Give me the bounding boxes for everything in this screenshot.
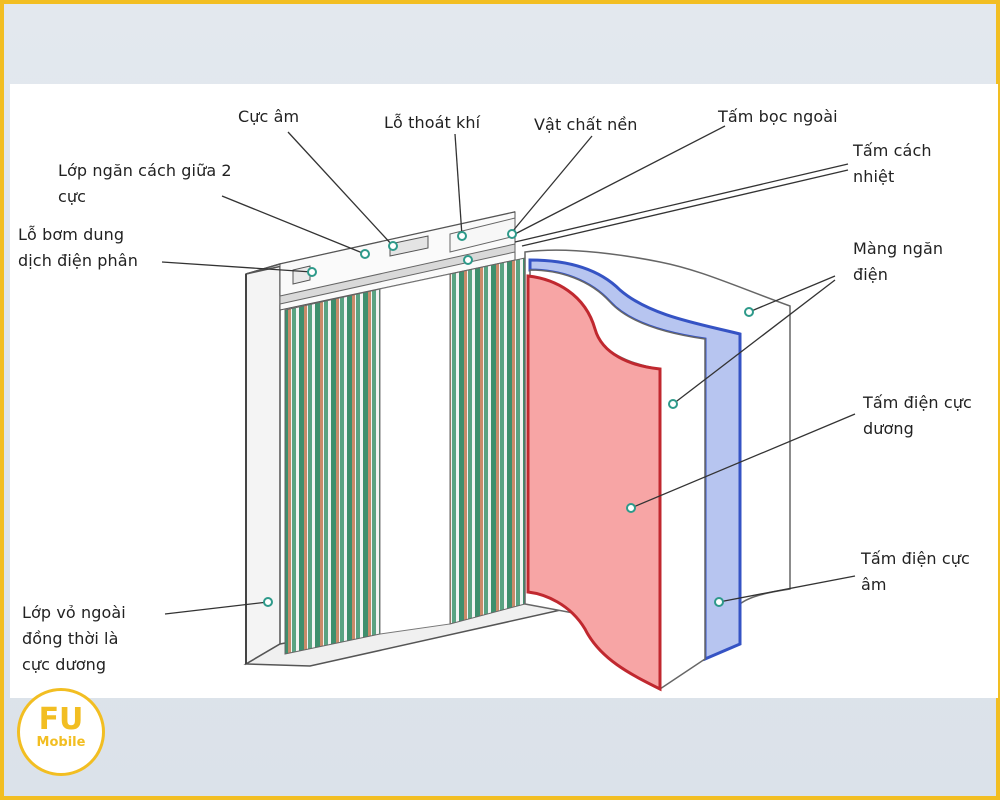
battery-diagram xyxy=(161,125,856,692)
logo-text: FU xyxy=(38,702,84,737)
positive-electrode-sheet xyxy=(526,274,662,692)
label-lop-ngan-cach: Lớp ngăn cách giữa 2 cực xyxy=(58,161,232,206)
label-mang-ngan-dien: Màng ngăn điện xyxy=(853,239,944,284)
label-lop-vo-ngoai: Lớp vỏ ngoài đồng thời là cực dương xyxy=(22,603,126,674)
label-tam-cach-nhiet: Tấm cách nhiệt xyxy=(853,141,932,186)
fu-mobile-logo: FU Mobile xyxy=(17,688,105,776)
electrode-stack-right xyxy=(449,257,526,625)
diagram-panel: Cực âm Lỗ thoát khí Vật chất nền Tấm bọc… xyxy=(10,84,998,698)
label-lo-bom-dung-dich: Lỗ bơm dung dịch điện phân xyxy=(18,225,138,270)
label-lo-thoat-khi: Lỗ thoát khí xyxy=(384,113,481,132)
leader-lines xyxy=(161,125,856,615)
label-vat-chat-nen: Vật chất nền xyxy=(534,115,638,134)
label-tam-dien-cuc-duong: Tấm điện cực dương xyxy=(863,393,972,438)
leader-dots xyxy=(263,229,754,607)
label-tam-boc-ngoai: Tấm bọc ngoài xyxy=(718,107,838,126)
electrode-stack-left xyxy=(284,273,451,655)
label-cuc-am: Cực âm xyxy=(238,107,300,126)
label-tam-dien-cuc-am: Tấm điện cực âm xyxy=(861,549,970,594)
logo-subtext: Mobile xyxy=(36,735,86,750)
